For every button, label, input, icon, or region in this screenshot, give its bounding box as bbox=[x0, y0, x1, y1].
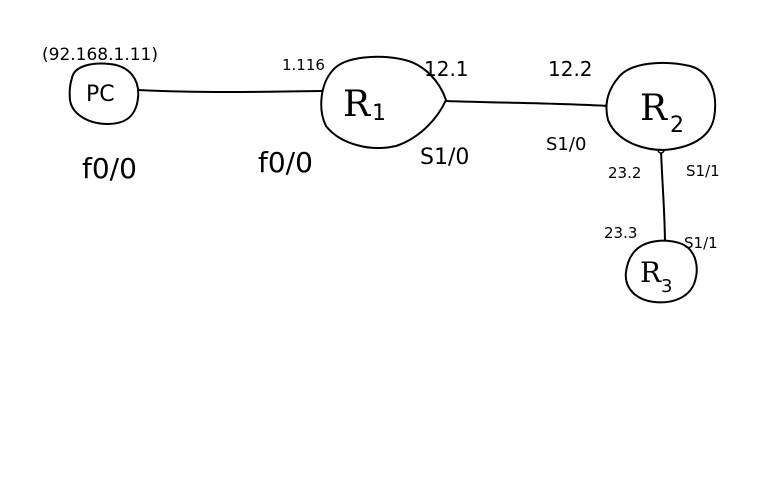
r1-outline bbox=[320, 55, 448, 149]
r2-outline bbox=[605, 61, 717, 152]
r1-node[interactable]: R 1 bbox=[320, 55, 448, 149]
r3-port-label: S1/1 bbox=[684, 234, 718, 252]
r3-label: R bbox=[640, 256, 662, 289]
pc-node[interactable]: PC bbox=[68, 62, 140, 126]
r3-outline bbox=[624, 239, 698, 304]
r2-s11-ip-label: 23.2 bbox=[608, 164, 641, 182]
r3-subscript: 3 bbox=[661, 276, 672, 297]
r1-f0-port-label: f0/0 bbox=[258, 146, 313, 179]
r1-f0-ip-label: 1.116 bbox=[282, 56, 325, 74]
r2-subscript: 2 bbox=[670, 113, 684, 138]
pc-outline bbox=[68, 62, 140, 126]
r1-subscript: 1 bbox=[372, 101, 386, 126]
pc-label: PC bbox=[86, 82, 115, 107]
r2-s11-port-label: S1/1 bbox=[686, 162, 720, 180]
r1-s1-ip-label: 12.1 bbox=[424, 57, 469, 81]
r2-s1-ip-label: 12.2 bbox=[548, 57, 593, 81]
pc-ip-label: (92.168.1.11) bbox=[42, 45, 158, 65]
r2-node[interactable]: R 2 bbox=[605, 61, 717, 152]
r2-label: R bbox=[640, 88, 668, 129]
link-r1-r2 bbox=[445, 100, 609, 107]
r1-label: R bbox=[343, 84, 371, 125]
link-r2-r3 bbox=[660, 149, 666, 246]
r3-ip-label: 23.3 bbox=[604, 224, 637, 242]
r2-s1-port-label: S1/0 bbox=[546, 134, 586, 155]
r3-node[interactable]: R 3 bbox=[624, 239, 698, 304]
r1-s1-port-label: S1/0 bbox=[420, 145, 469, 170]
link-pc-r1 bbox=[137, 89, 326, 93]
pc-port-label: f0/0 bbox=[82, 152, 137, 185]
